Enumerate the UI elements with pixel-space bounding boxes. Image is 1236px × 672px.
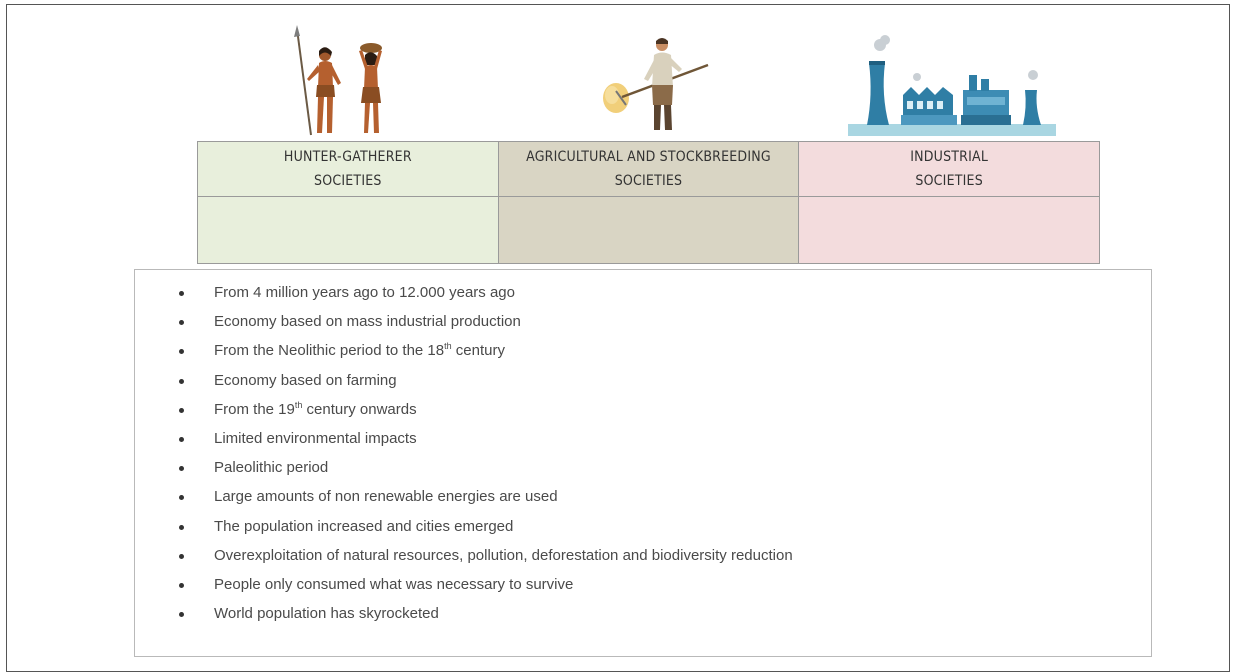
societies-table: HUNTER-GATHERER SOCIETIES AGRICULTURAL A…: [197, 141, 1100, 264]
list-item[interactable]: Limited environmental impacts: [135, 426, 1151, 455]
header-line: SOCIETIES: [915, 173, 983, 189]
answer-cell-hunter-gatherer[interactable]: [197, 196, 499, 264]
header-agricultural: AGRICULTURAL AND STOCKBREEDING SOCIETIES: [497, 141, 800, 197]
list-item[interactable]: People only consumed what was necessary …: [135, 572, 1151, 601]
hunter-gatherers-icon: [285, 25, 395, 140]
bullet-icon: [179, 378, 184, 384]
list-item[interactable]: From the Neolithic period to the 18th ce…: [135, 338, 1151, 367]
list-item[interactable]: From the 19th century onwards: [135, 397, 1151, 426]
answer-cell-agricultural[interactable]: [497, 196, 800, 264]
bullet-icon: [179, 291, 184, 296]
header-row: HUNTER-GATHERER SOCIETIES AGRICULTURAL A…: [197, 141, 1100, 197]
bullet-icon: [179, 320, 184, 326]
factory-icon: [845, 35, 1060, 140]
statements-box: From 4 million years ago to 12.000 years…: [134, 269, 1152, 657]
bullet-icon: [179, 524, 184, 530]
header-hunter-gatherer: HUNTER-GATHERER SOCIETIES: [197, 141, 499, 197]
list-item[interactable]: Large amounts of non renewable energies …: [135, 484, 1151, 513]
list-item[interactable]: The population increased and cities emer…: [135, 514, 1151, 543]
header-industrial: INDUSTRIAL SOCIETIES: [798, 141, 1100, 197]
list-item[interactable]: From 4 million years ago to 12.000 years…: [135, 280, 1151, 309]
header-line: SOCIETIES: [614, 173, 683, 189]
list-item[interactable]: Overexploitation of natural resources, p…: [135, 543, 1151, 572]
bullet-icon: [179, 612, 184, 618]
bullet-icon: [179, 582, 184, 588]
farmer-icon: [600, 35, 715, 135]
answer-row: [197, 196, 1100, 264]
bullet-icon: [179, 466, 184, 472]
statements-list: From 4 million years ago to 12.000 years…: [135, 280, 1151, 630]
bullet-icon: [179, 407, 184, 413]
header-line: AGRICULTURAL AND STOCKBREEDING: [526, 149, 771, 165]
answer-cell-industrial[interactable]: [798, 196, 1100, 264]
bullet-icon: [179, 553, 184, 559]
bullet-icon: [179, 495, 184, 501]
header-line: INDUSTRIAL: [910, 149, 989, 165]
list-item[interactable]: World population has skyrocketed: [135, 601, 1151, 630]
header-line: HUNTER-GATHERER: [283, 149, 412, 165]
header-line: SOCIETIES: [314, 173, 382, 189]
bullet-icon: [179, 436, 184, 442]
list-item[interactable]: Economy based on farming: [135, 368, 1151, 397]
bullet-icon: [179, 349, 184, 355]
list-item[interactable]: Paleolithic period: [135, 455, 1151, 484]
list-item[interactable]: Economy based on mass industrial product…: [135, 309, 1151, 338]
